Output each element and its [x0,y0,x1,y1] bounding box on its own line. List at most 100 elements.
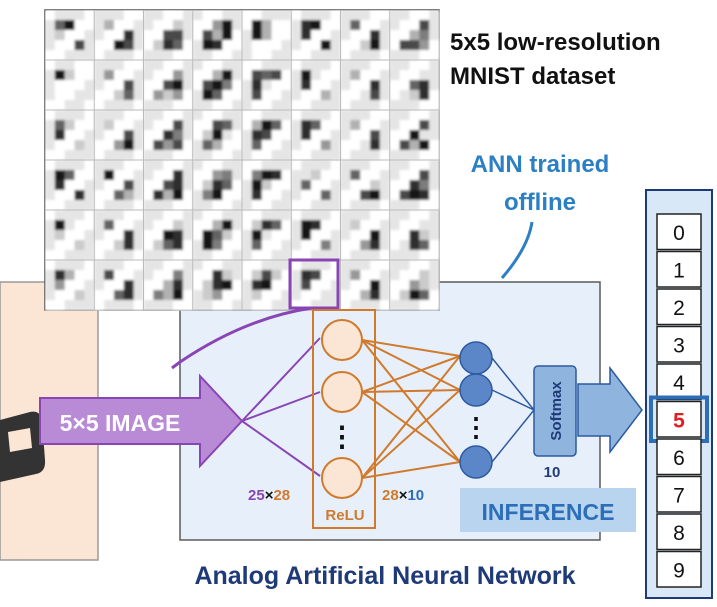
mnist-pixel [261,150,273,161]
mnist-pixel [291,60,302,71]
mnist-pixel [360,130,371,141]
mnist-pixel [419,220,430,231]
mnist-pixel [202,80,214,91]
output-neuron-2 [459,373,493,407]
weights-1-cols: 28 [273,487,290,504]
mnist-pixel [133,80,145,91]
mnist-pixel [192,60,204,71]
mnist-pixel [74,80,85,91]
mnist-pixel [261,190,273,201]
mnist-pixel [202,170,214,181]
mnist-pixel [310,160,322,171]
inference-label: INFERENCE [482,499,615,525]
mnist-pixel [271,40,282,51]
mnist-pixel [261,270,273,281]
mnist-pixel [360,60,371,71]
mnist-pixel [261,20,273,31]
mnist-pixel [192,20,204,31]
hidden-neuron-3 [321,457,363,499]
mnist-pixel [251,160,263,171]
mnist-pixel [94,80,105,91]
mnist-pixel [370,120,381,131]
mnist-pixel [340,270,351,281]
mnist-pixel [271,10,282,21]
mnist-pixel [310,170,322,181]
mnist-pixel [340,150,351,161]
output-class-box [656,288,702,326]
mnist-pixel [360,210,371,221]
mnist-pixel [389,40,401,51]
mnist-pixel [84,80,95,91]
mnist-pixel [320,280,332,291]
mnist-pixel [370,170,381,181]
mnist-pixel [182,10,194,21]
output-class-label: 2 [673,297,685,320]
mnist-pixel [281,50,292,61]
mnist-pixel [232,10,243,21]
mnist-pixel [123,10,135,21]
mnist-pixel [320,120,332,131]
mnist-pixel [232,110,243,121]
mnist-pixel [429,110,440,121]
mnist-pixel [340,30,351,41]
mnist-pixel [271,130,282,141]
mnist-pixel [340,110,351,121]
mnist-pixel [163,120,174,131]
mnist-pixel [153,110,164,121]
mnist-pixel [389,230,401,241]
mnist-pixel [182,180,194,191]
output-class-label: 0 [673,222,685,245]
mnist-pixel [271,70,282,81]
mnist-pixel [379,80,391,91]
mnist-pixel [173,130,184,141]
mnist-pixel [419,50,430,61]
mnist-pixel [64,10,76,21]
output-class-box [656,513,702,551]
mnist-pixel [212,230,223,241]
mnist-pixel [251,70,263,81]
mnist-pixel [360,250,371,261]
mnist-pixel [45,230,56,241]
mnist-pixel [271,240,282,251]
mnist-pixel [370,190,381,201]
mnist-pixel [310,140,322,151]
mnist-pixel [173,140,184,151]
mnist-pixel [271,100,282,111]
mnist-pixel [291,240,302,251]
mnist-pixel [202,210,214,221]
mnist-pixel [320,130,332,141]
mnist-pixel [409,180,420,191]
mnist-pixel [301,170,312,181]
mnist-pixel [310,270,322,281]
mnist-pixel [389,80,401,91]
mnist-pixel [54,280,66,291]
mnist-pixel [429,240,440,251]
mnist-pixel [271,140,282,151]
mnist-pixel [45,270,56,281]
output-class-box [656,250,702,288]
mnist-pixel [153,120,164,131]
mnist-pixel [143,240,154,251]
mnist-pixel [409,230,420,241]
mnist-pixel [182,110,194,121]
mnist-pixel [281,130,292,141]
mnist-pixel [320,230,332,241]
input-arrow-label: 5×5 IMAGE [60,410,181,436]
mnist-pixel [74,290,85,301]
mnist-pixel [232,290,243,301]
mnist-pixel [74,160,85,171]
mnist-pixel [104,40,115,51]
mnist-pixel [104,80,115,91]
weights-2-times: × [399,487,408,504]
mnist-pixel [320,70,332,81]
mnist-pixel [271,270,282,281]
mnist-pixel [242,110,253,121]
mnist-pixel [242,30,253,41]
mnist-pixel [301,10,312,21]
mnist-pixel [153,30,164,41]
mnist-pixel [242,90,253,101]
mnist-pixel [429,100,440,111]
mnist-pixel [45,210,56,221]
mnist-pixel [212,100,223,111]
mnist-pixel [153,130,164,141]
